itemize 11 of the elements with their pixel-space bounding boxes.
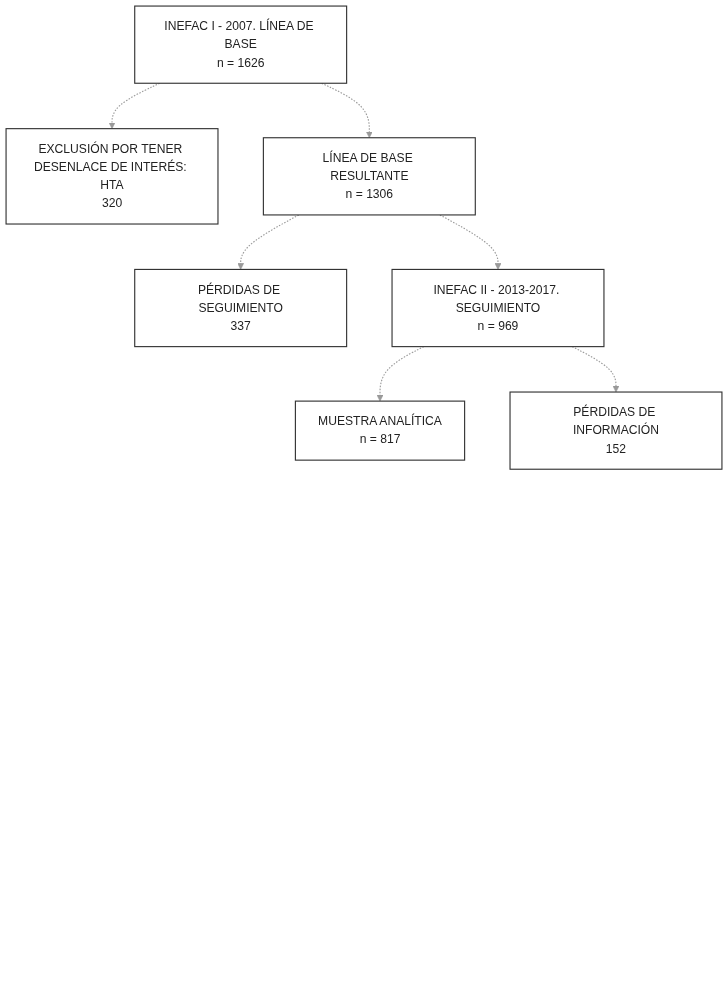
arrow: [376, 346, 425, 402]
arrow: [571, 346, 620, 393]
arrow: [439, 214, 502, 270]
node-box: MUESTRA ANALÍTICA n = 817: [294, 400, 466, 461]
node-box: PÉRDIDAS DE SEGUIMIENTO 337: [134, 268, 348, 348]
node-box: LÍNEA DE BASE RESULTANTE n = 1306: [262, 137, 476, 216]
node-box: INEFAC I - 2007. LÍNEA DE BASE n = 1626: [134, 5, 348, 84]
node-box: PÉRDIDAS DE INFORMACIÓN 152: [509, 391, 723, 470]
node-box: INEFAC II - 2013-2017. SEGUIMIENTO n = 969: [391, 268, 605, 348]
node-box: EXCLUSIÓN POR TENER DESENLACE DE INTERÉS: HTA 320: [5, 128, 219, 225]
arrow: [321, 82, 373, 139]
